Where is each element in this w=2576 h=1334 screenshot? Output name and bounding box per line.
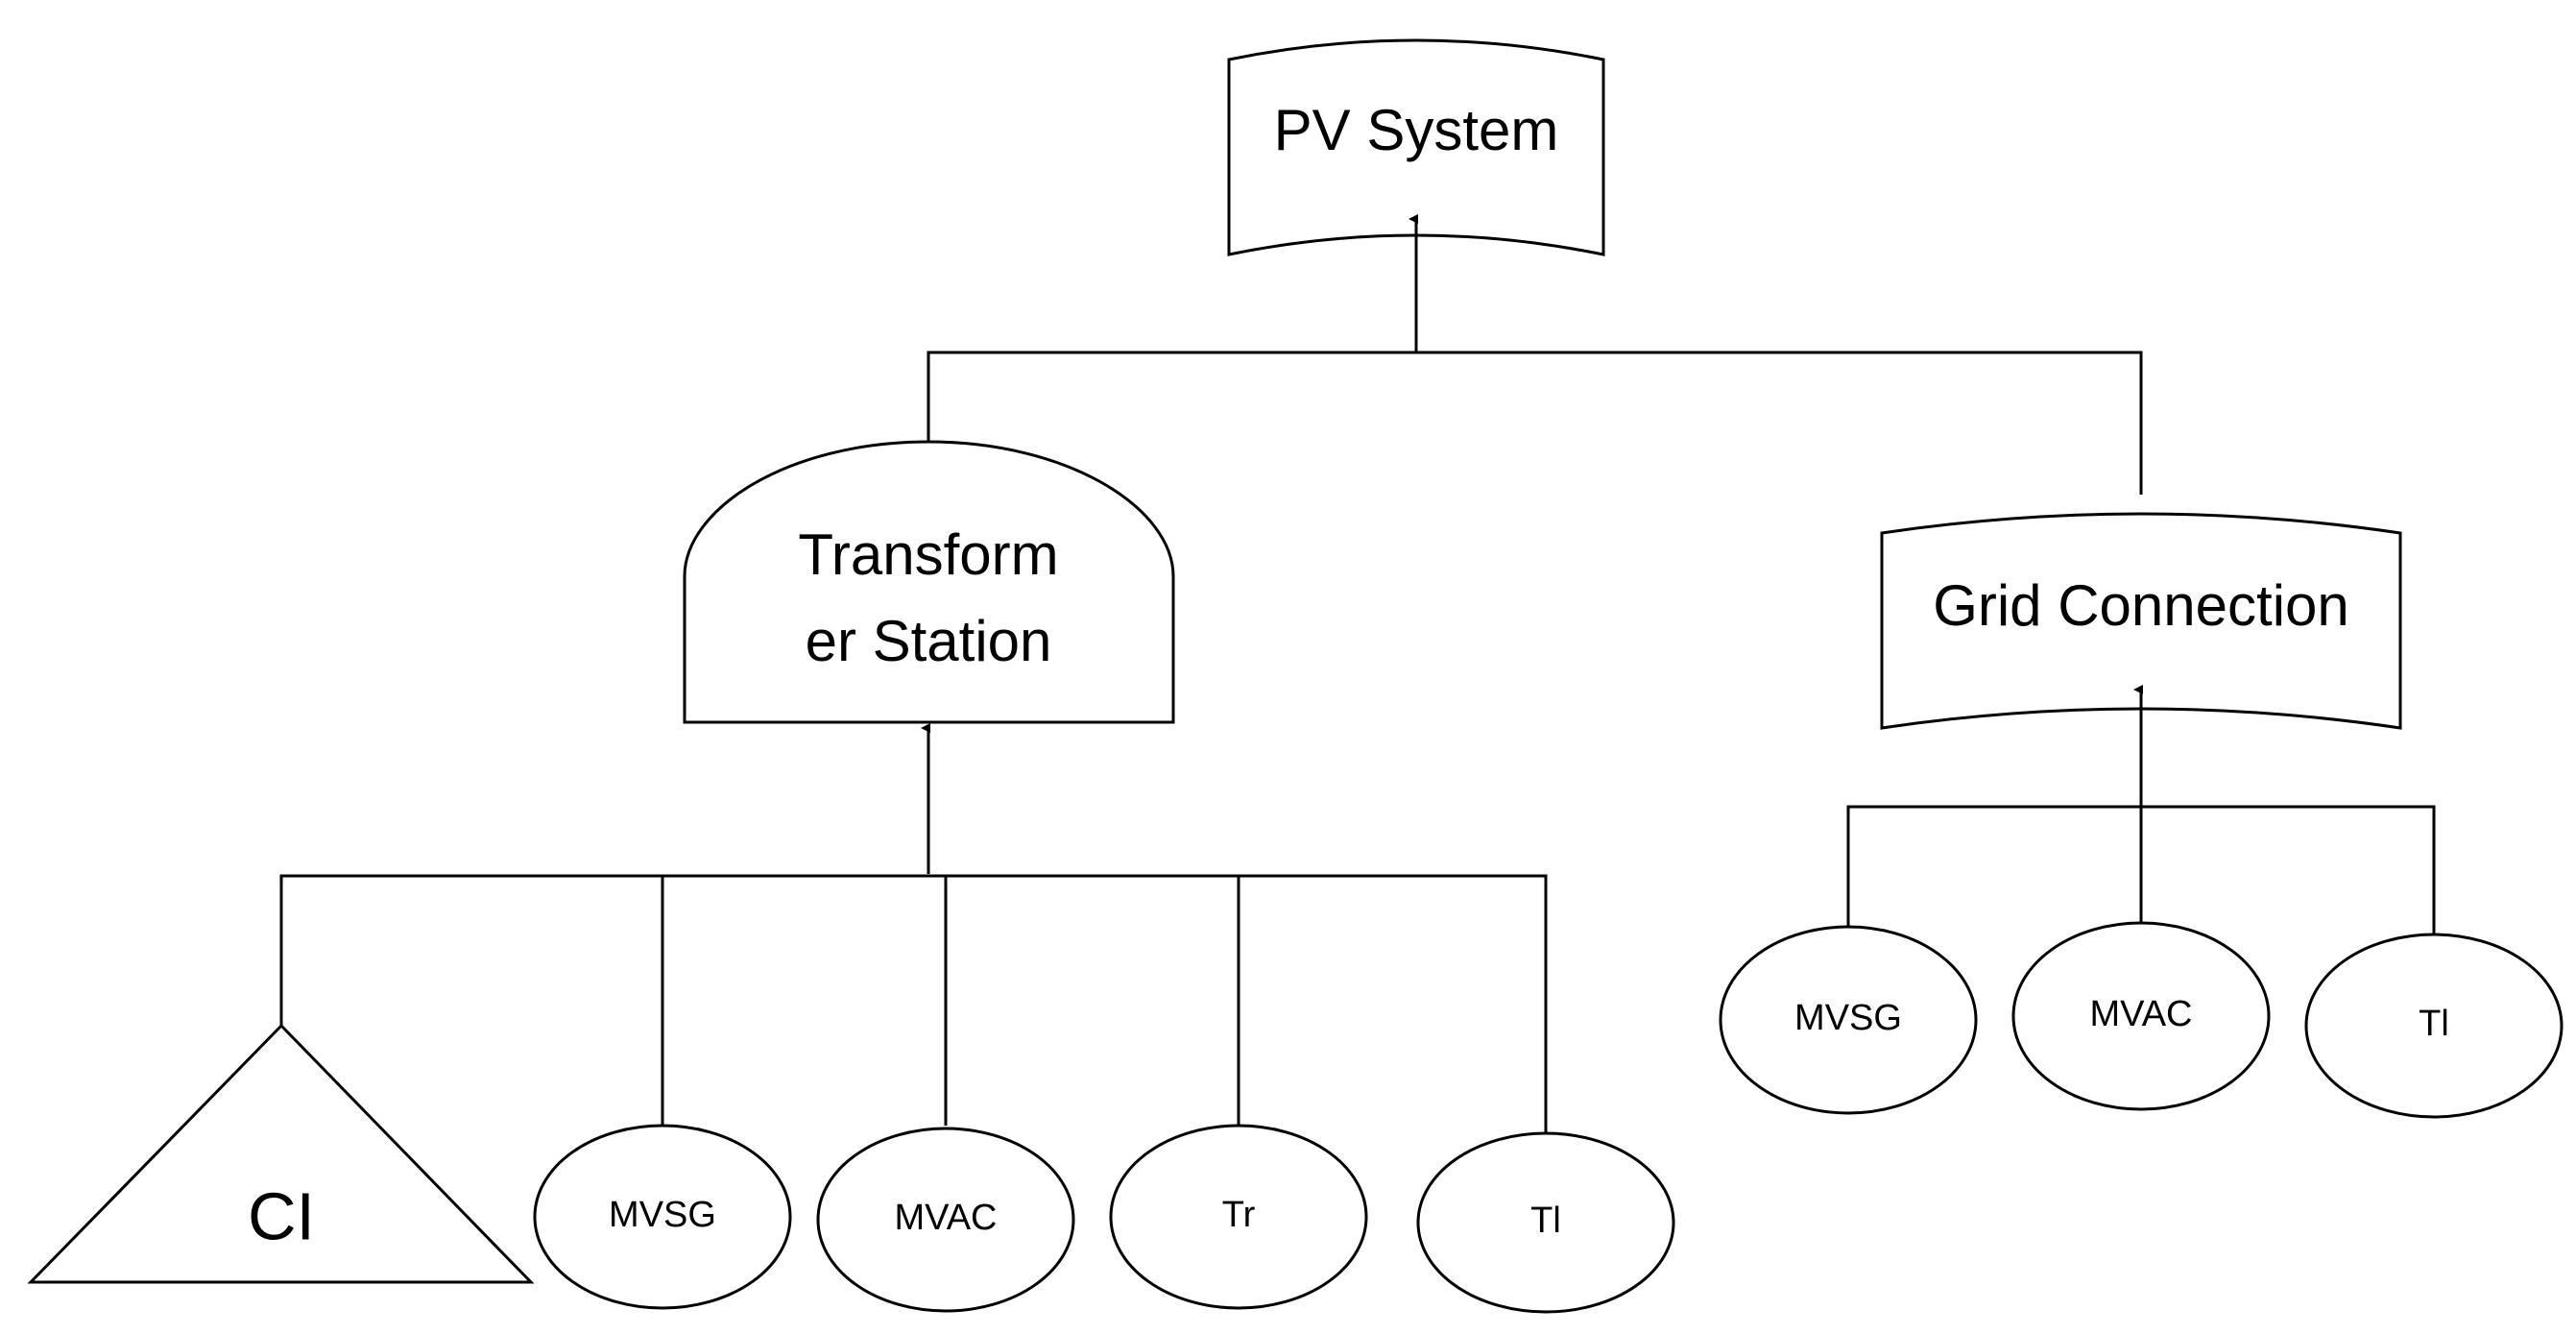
ts-event-tl: Tl [1416, 1131, 1675, 1314]
gc-event-mvsg: MVSG [1719, 925, 1978, 1115]
grid-connection-connector [1846, 685, 2436, 936]
pv-system-connector [927, 214, 2143, 495]
transformer-station-label-line1: Transform [798, 522, 1058, 587]
transformer-station-node: Transform er Station [683, 440, 1175, 724]
ci-transfer-node: CI [27, 1023, 535, 1284]
gc-event-mvac-label: MVAC [2090, 994, 2193, 1034]
ci-label: CI [248, 1178, 315, 1253]
ts-event-tr-label: Tr [1222, 1195, 1256, 1235]
gc-event-mvsg-label: MVSG [1794, 998, 1902, 1038]
transformer-station-connector [279, 723, 1548, 1133]
ts-event-mvsg-label: MVSG [609, 1195, 716, 1235]
pv-system-branch-line [927, 351, 2143, 495]
ts-event-mvac-label: MVAC [895, 1198, 998, 1238]
ts-event-mvsg: MVSG [533, 1124, 792, 1310]
grid-connection-label: Grid Connection [1933, 573, 2349, 638]
ts-event-tr: Tr [1109, 1124, 1368, 1310]
ts-event-mvac: MVAC [816, 1127, 1075, 1313]
grid-connection-node: Grid Connection [1880, 512, 2402, 730]
transformer-station-label-line2: er Station [806, 609, 1052, 673]
gc-event-tl: Tl [2304, 933, 2564, 1119]
pv-system-label: PV System [1274, 98, 1559, 162]
gc-event-mvac: MVAC [2011, 921, 2271, 1111]
transformer-station-branch-line [279, 874, 1548, 1133]
gc-event-tl-label: Tl [2419, 1004, 2449, 1044]
pv-system-node: PV System [1227, 38, 1605, 256]
ts-event-tl-label: Tl [1530, 1201, 1561, 1241]
